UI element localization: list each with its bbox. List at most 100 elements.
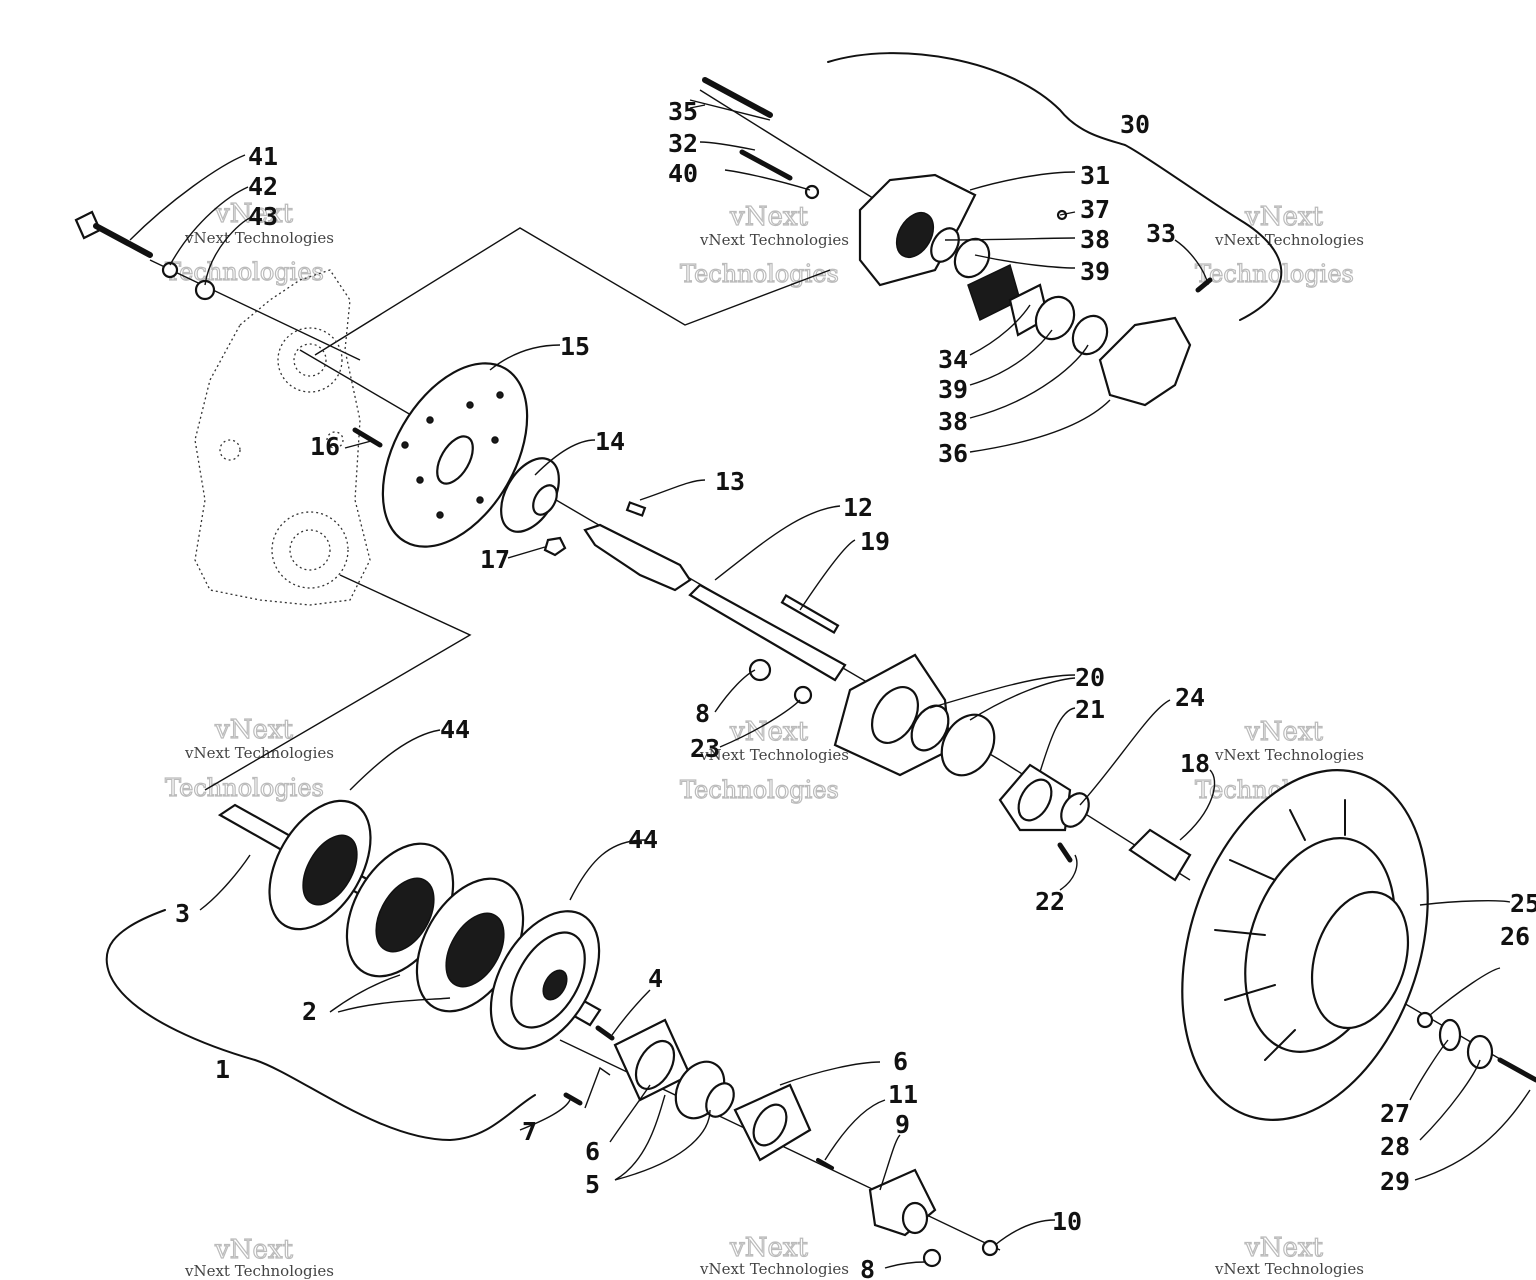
key-19 — [780, 594, 840, 634]
screw-10 — [981, 1239, 999, 1257]
svg-text:vNext: vNext — [214, 715, 293, 745]
callout-6-right: 6 — [893, 1047, 908, 1076]
bearing-housing-6-right — [733, 1083, 812, 1162]
svg-text:vNext: vNext — [1244, 717, 1323, 747]
jackshaft-12 — [583, 523, 847, 682]
callout-29: 29 — [1380, 1167, 1410, 1196]
callout-labels: 41 42 43 15 16 14 13 17 12 19 8 23 20 21… — [175, 97, 1536, 1280]
callout-22: 22 — [1035, 887, 1065, 916]
svg-text:Technologies: Technologies — [165, 774, 324, 802]
svg-text:vNext: vNext — [729, 1233, 808, 1263]
callout-2: 2 — [302, 997, 317, 1026]
callout-4: 4 — [648, 964, 663, 993]
svg-text:vNext Technologies: vNext Technologies — [184, 229, 334, 247]
callout-31: 31 — [1080, 161, 1110, 190]
sprocket-44-left — [268, 799, 372, 931]
bearing-5 — [674, 1060, 735, 1120]
bolt-7 — [563, 1092, 583, 1106]
callout-43: 43 — [248, 202, 278, 231]
nut-17 — [543, 536, 567, 557]
callout-33: 33 — [1146, 219, 1176, 248]
callout-39-top: 39 — [1080, 257, 1110, 286]
flange-21 — [998, 763, 1072, 832]
bolt-11 — [816, 1158, 834, 1170]
watermark-group: vNext vNext Technologies Technologies vN… — [164, 198, 1364, 1280]
callout-8-bottom: 8 — [860, 1255, 875, 1280]
washer-28 — [1466, 1034, 1494, 1070]
callout-18: 18 — [1180, 749, 1210, 778]
callout-30: 30 — [1120, 110, 1150, 139]
driveshaft-assembly-1 — [217, 799, 602, 1050]
callout-13: 13 — [715, 467, 745, 496]
callout-36: 36 — [938, 439, 968, 468]
svg-text:vNext Technologies: vNext Technologies — [699, 1260, 849, 1278]
washer-40 — [804, 184, 820, 200]
callout-15: 15 — [560, 332, 590, 361]
callout-28: 28 — [1380, 1132, 1410, 1161]
bracket-1 — [105, 909, 536, 1141]
callout-25: 25 — [1510, 889, 1536, 918]
bolt-32 — [739, 149, 793, 181]
callout-27: 27 — [1380, 1099, 1410, 1128]
callout-11: 11 — [888, 1080, 918, 1109]
caliper-body-36 — [1098, 316, 1192, 407]
svg-text:vNext: vNext — [1244, 202, 1323, 232]
washer-26 — [1416, 1011, 1434, 1029]
bleeder-33 — [1195, 277, 1213, 293]
callout-3: 3 — [175, 899, 190, 928]
setscrew-4 — [595, 1025, 615, 1041]
watermark-bottom-right: vNext vNext Technologies — [1214, 1232, 1364, 1278]
callout-39-bottom: 39 — [938, 375, 968, 404]
callout-24: 24 — [1175, 683, 1205, 712]
ring-38-bottom — [1071, 314, 1109, 356]
ring-38-top — [930, 227, 960, 263]
callout-16: 16 — [310, 432, 340, 461]
leader-lines — [129, 104, 1531, 1269]
nut-8-bottom — [922, 1248, 942, 1268]
spacer-18 — [1128, 828, 1192, 882]
seal-24 — [1060, 792, 1090, 828]
svg-text:Technologies: Technologies — [1195, 260, 1354, 288]
callout-40: 40 — [668, 159, 698, 188]
callout-26: 26 — [1500, 922, 1530, 951]
svg-text:vNext: vNext — [729, 717, 808, 747]
svg-text:Technologies: Technologies — [680, 260, 839, 288]
sprocket-44-right — [489, 910, 601, 1050]
callout-17: 17 — [480, 545, 510, 574]
callout-34: 34 — [938, 345, 968, 374]
callout-10: 10 — [1052, 1207, 1082, 1236]
svg-text:vNext Technologies: vNext Technologies — [699, 746, 849, 764]
callout-38-top: 38 — [1080, 225, 1110, 254]
svg-text:vNext: vNext — [729, 202, 808, 232]
callout-19: 19 — [860, 527, 890, 556]
svg-text:vNext Technologies: vNext Technologies — [699, 231, 849, 249]
watermark-bottom-center: vNext vNext Technologies — [699, 1232, 849, 1278]
brake-caliper-31 — [858, 173, 977, 287]
callout-32: 32 — [668, 129, 698, 158]
svg-text:vNext: vNext — [1244, 1233, 1323, 1263]
watermark-mid-center: vNext vNext Technologies Technologies — [679, 716, 849, 804]
svg-text:vNext Technologies: vNext Technologies — [1214, 1260, 1364, 1278]
watermark-top-left: vNext vNext Technologies Technologies — [164, 198, 334, 286]
svg-text:vNext: vNext — [214, 1235, 293, 1265]
svg-text:vNext Technologies: vNext Technologies — [1214, 746, 1364, 764]
svg-text:Technologies: Technologies — [680, 776, 839, 804]
watermark-mid-left: vNext vNext Technologies Technologies — [164, 714, 334, 802]
watermark-bottom-left: vNext vNext Technologies — [184, 1234, 334, 1280]
callout-42: 42 — [248, 172, 278, 201]
svg-text:vNext Technologies: vNext Technologies — [184, 1262, 334, 1280]
callout-21: 21 — [1075, 695, 1105, 724]
callout-9: 9 — [895, 1110, 910, 1139]
callout-1: 1 — [215, 1055, 230, 1084]
nut-8-top — [748, 658, 772, 682]
bolt-41 — [74, 210, 153, 258]
piston-39-bottom — [1034, 295, 1076, 341]
svg-text:vNext: vNext — [214, 199, 293, 229]
bearing-20 — [910, 704, 996, 777]
callout-14: 14 — [595, 427, 625, 456]
callout-41: 41 — [248, 142, 278, 171]
bearing-housing-6-left — [613, 1018, 692, 1102]
lockwasher-42 — [161, 261, 179, 279]
callout-23: 23 — [690, 734, 720, 763]
